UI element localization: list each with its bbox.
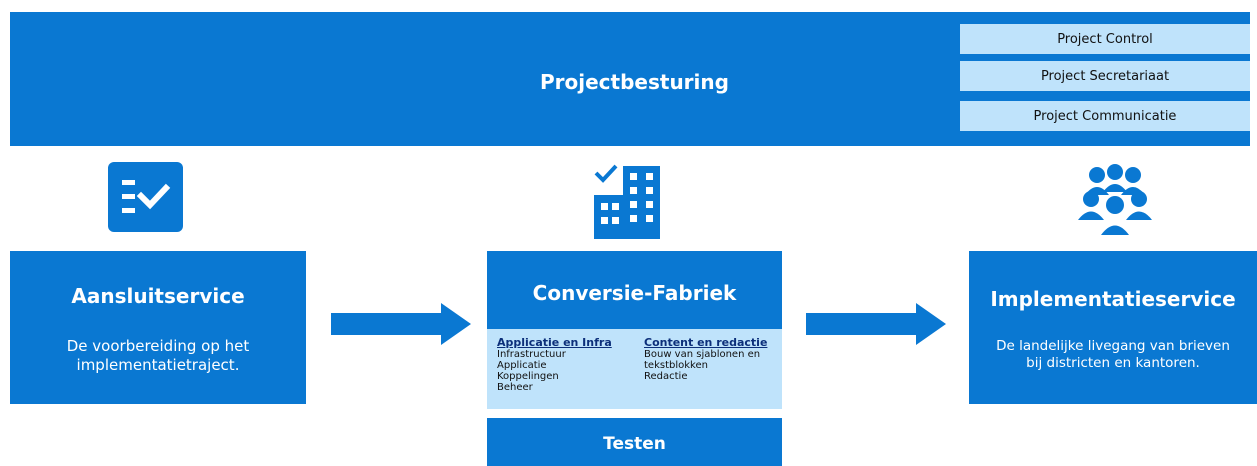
description-line: bij districten en kantoren. (1026, 355, 1200, 371)
aansluitservice-card: Aansluitservice De voorbereiding op het … (10, 251, 306, 404)
column-item: Bouw van sjablonen en (644, 349, 761, 360)
description-line: implementatietraject. (76, 356, 240, 374)
column-item: Koppelingen (497, 371, 559, 382)
checklist-icon (108, 162, 183, 232)
column-heading: Applicatie en Infra (497, 336, 612, 349)
column-item: Infrastructuur (497, 349, 566, 360)
people-group-icon (1078, 164, 1152, 235)
project-control-box: Project Control (960, 24, 1250, 54)
testen-label: Testen (603, 434, 666, 454)
banner-title: Projectbesturing (540, 70, 729, 94)
column-item: tekstblokken (644, 360, 708, 371)
arrow-right-icon (331, 303, 471, 345)
project-secretariaat-box: Project Secretariaat (960, 61, 1250, 91)
conversie-fabriek-card: Conversie-Fabriek (487, 251, 782, 329)
column-heading: Content en redactie (644, 336, 768, 349)
content-redactie-column: Content en redactie Bouw van sjablonen e… (644, 336, 768, 383)
implementatieservice-card: Implementatieservice De landelijke liveg… (969, 251, 1257, 404)
description-line: De voorbereiding op het (66, 337, 250, 355)
arrow-right-icon (806, 303, 946, 345)
aansluitservice-title: Aansluitservice (71, 284, 245, 308)
applicatie-infra-column: Applicatie en Infra Infrastructuur Appli… (497, 336, 612, 394)
column-item: Applicatie (497, 360, 547, 371)
aansluitservice-description: De voorbereiding op het implementatietra… (10, 337, 306, 375)
column-item: Beheer (497, 382, 533, 393)
description-line: De landelijke livegang van brieven (996, 338, 1230, 354)
implementatieservice-description: De landelijke livegang van brieven bij d… (969, 338, 1257, 372)
conversie-fabriek-title: Conversie-Fabriek (532, 281, 737, 305)
conversie-details-panel: Applicatie en Infra Infrastructuur Appli… (487, 329, 782, 409)
implementatieservice-title: Implementatieservice (990, 287, 1236, 311)
project-communicatie-box: Project Communicatie (960, 101, 1250, 131)
testen-box: Testen (487, 418, 782, 466)
column-item: Redactie (644, 371, 688, 382)
building-check-icon (594, 164, 660, 239)
